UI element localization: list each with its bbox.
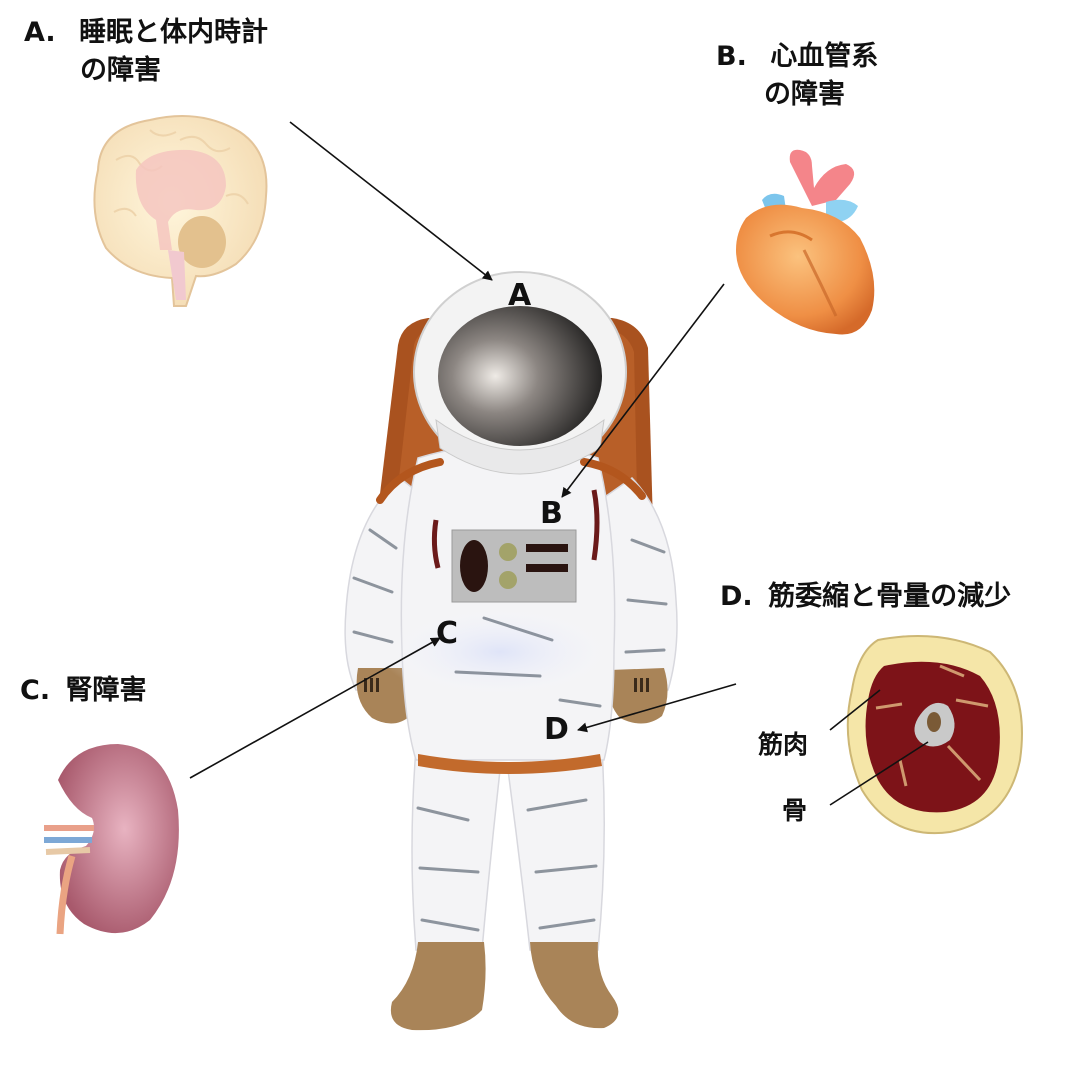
right-leg: [507, 747, 605, 951]
arrow-c: [189, 637, 441, 779]
label-c-letter: C.: [20, 675, 51, 706]
suit-folds: [352, 528, 668, 932]
astronaut: [344, 271, 678, 1031]
label-d: D. 筋委縮と骨量の減少: [720, 578, 1011, 616]
chest-control-panel: [451, 529, 577, 603]
arrow-d: [577, 683, 737, 733]
right-boot: [530, 942, 619, 1029]
label-d-text: 筋委縮と骨量の減少: [768, 581, 1012, 612]
marker-b: B: [540, 496, 563, 531]
marker-d: D: [544, 712, 569, 747]
marker-c: C: [436, 616, 459, 651]
label-b: B. 心血管系 の障害: [716, 38, 878, 114]
label-b-line1: 心血管系: [770, 41, 879, 72]
label-d-letter: D.: [720, 581, 753, 612]
label-c: C. 腎障害: [20, 672, 146, 710]
kidney-illustration: [44, 744, 179, 935]
right-glove: [608, 668, 668, 724]
leader-bone: [829, 741, 929, 806]
label-a-line1: 睡眠と体内時計: [79, 17, 269, 48]
label-a-letter: A.: [24, 17, 56, 48]
arrow-b: [561, 283, 725, 498]
leader-muscle: [829, 689, 881, 731]
label-a-line2: の障害: [80, 55, 161, 86]
arrow-a: [289, 121, 493, 281]
label-muscle: 筋肉: [758, 730, 809, 759]
label-c-text: 腎障害: [65, 675, 147, 706]
brain-illustration: [93, 115, 268, 307]
label-a: A. 睡眠と体内時計 の障害: [24, 14, 268, 90]
label-b-line2: の障害: [764, 79, 845, 110]
helmet: [413, 271, 627, 475]
left-boot: [390, 942, 486, 1031]
heart-illustration: [736, 149, 875, 335]
muscle-cross-section: [846, 635, 1023, 834]
label-bone: 骨: [782, 796, 808, 825]
marker-a: A: [508, 278, 532, 313]
label-b-letter: B.: [716, 41, 747, 72]
pointer-lines: [189, 121, 929, 806]
